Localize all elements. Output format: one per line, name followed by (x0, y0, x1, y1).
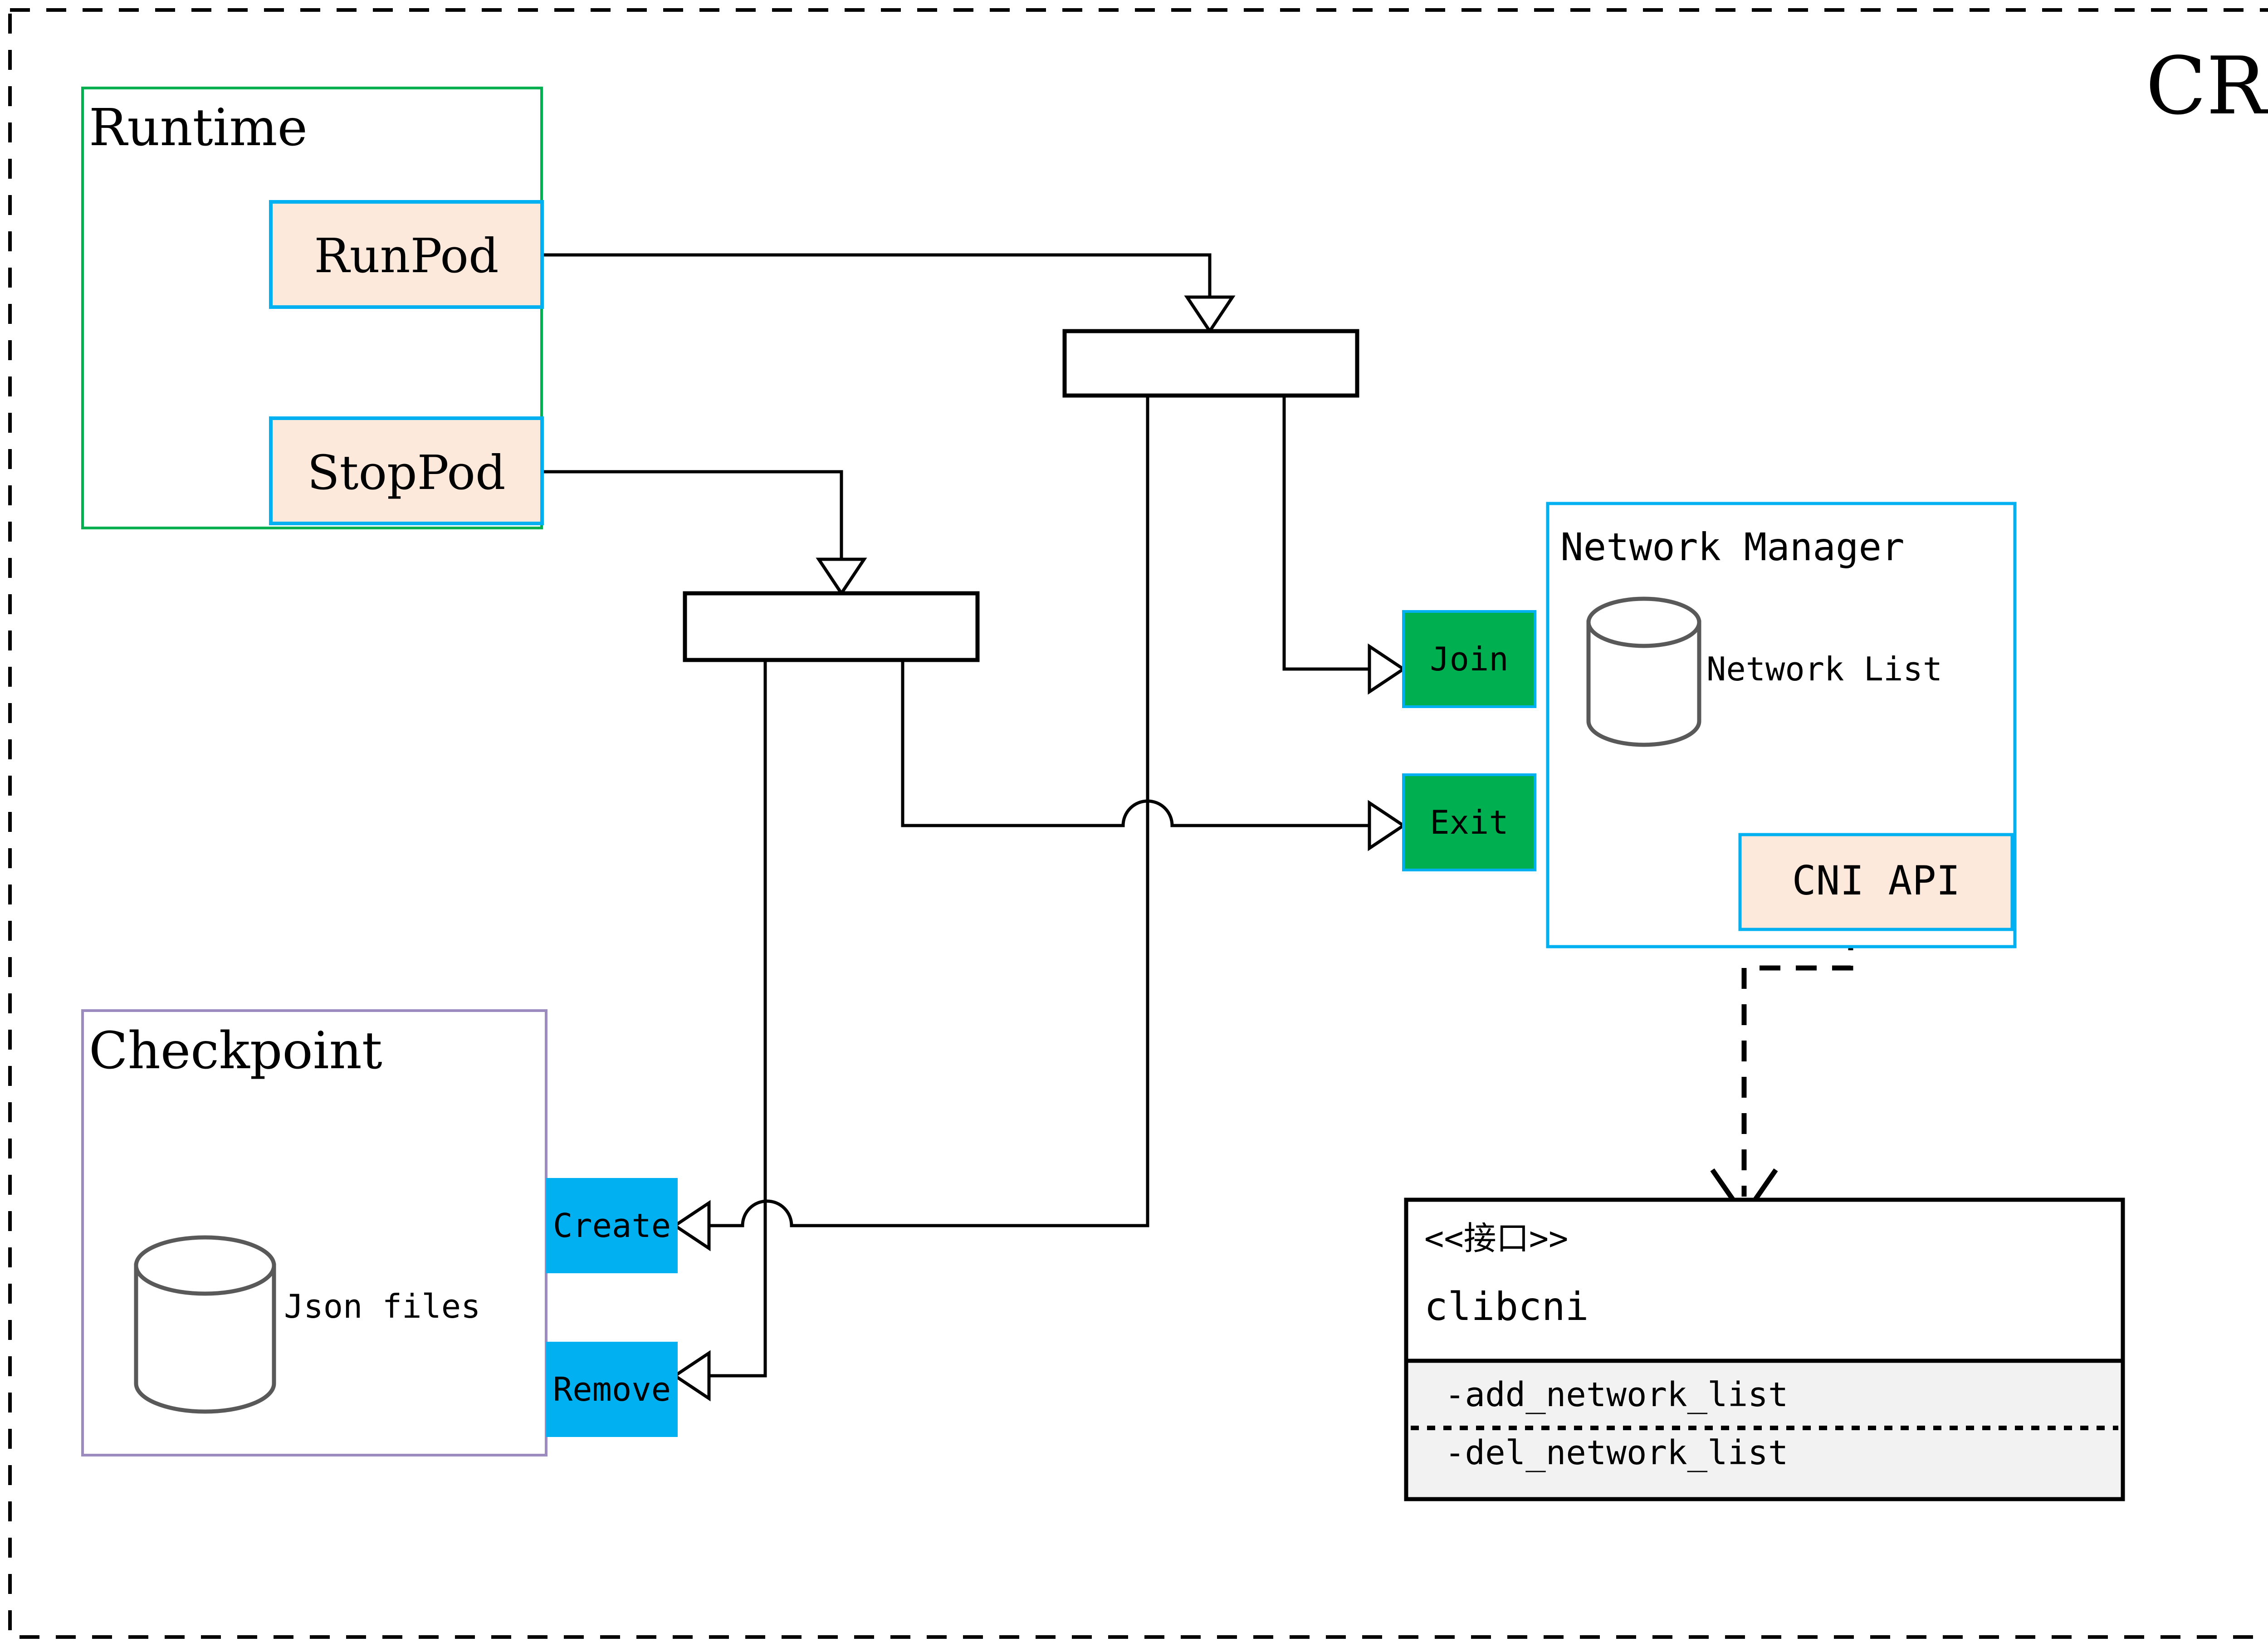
node-cni-api[interactable] (1738, 833, 2014, 931)
edge-upper-bar-to-create (706, 395, 1149, 1227)
edge-lower-bar-vertical-left (706, 660, 767, 1378)
arrowhead-lower-bar (816, 557, 867, 596)
node-exit-label: Exit (1430, 803, 1508, 841)
node-join[interactable] (1402, 610, 1536, 708)
node-stoppod[interactable] (269, 416, 544, 525)
page-title: CRI (2146, 40, 2268, 132)
network-list-label: Network List (1706, 650, 1942, 688)
arrowhead-create (672, 1200, 711, 1251)
node-stoppod-label: StopPod (307, 445, 505, 500)
node-create-label: Create (553, 1207, 671, 1245)
runtime-label: Runtime (89, 98, 308, 157)
node-create[interactable] (546, 1178, 678, 1273)
node-runpod-label: RunPod (314, 228, 499, 283)
checkpoint-label: Checkpoint (89, 1021, 382, 1080)
interface-method-1: -del_network_list (1445, 1433, 1788, 1472)
edge-stoppod-to-lower-bar (542, 470, 843, 562)
node-remove[interactable] (546, 1342, 678, 1437)
lower-fork-bar (683, 591, 980, 662)
network-list-cylinder-icon (1586, 596, 1701, 747)
arrowhead-join (1368, 643, 1407, 695)
network-manager-label: Network Manager (1560, 525, 1905, 569)
json-files-label: Json files (284, 1287, 480, 1325)
node-cni-api-label: CNI API (1792, 857, 1960, 904)
arrowhead-exit (1368, 800, 1407, 851)
upper-fork-bar (1062, 329, 1359, 398)
node-remove-label: Remove (553, 1370, 671, 1408)
node-join-label: Join (1430, 640, 1508, 678)
interface-name: clibcni (1424, 1284, 1589, 1329)
json-files-cylinder-icon (134, 1235, 276, 1414)
edge-lower-bar-to-exit (901, 660, 1373, 827)
interface-stereotype: <<接口>> (1424, 1219, 1568, 1257)
interface-method-0: -add_network_list (1445, 1375, 1788, 1414)
arrowhead-upper-bar (1184, 295, 1236, 334)
edge-upper-bar-to-join (1282, 395, 1373, 671)
node-runpod[interactable] (269, 200, 544, 309)
outer-frame (8, 8, 2268, 1639)
arrowhead-remove (672, 1350, 711, 1402)
node-exit[interactable] (1402, 773, 1536, 871)
edge-cniapi-to-clibcni (1741, 929, 1853, 1197)
edge-runpod-to-upper-bar (542, 253, 1212, 300)
